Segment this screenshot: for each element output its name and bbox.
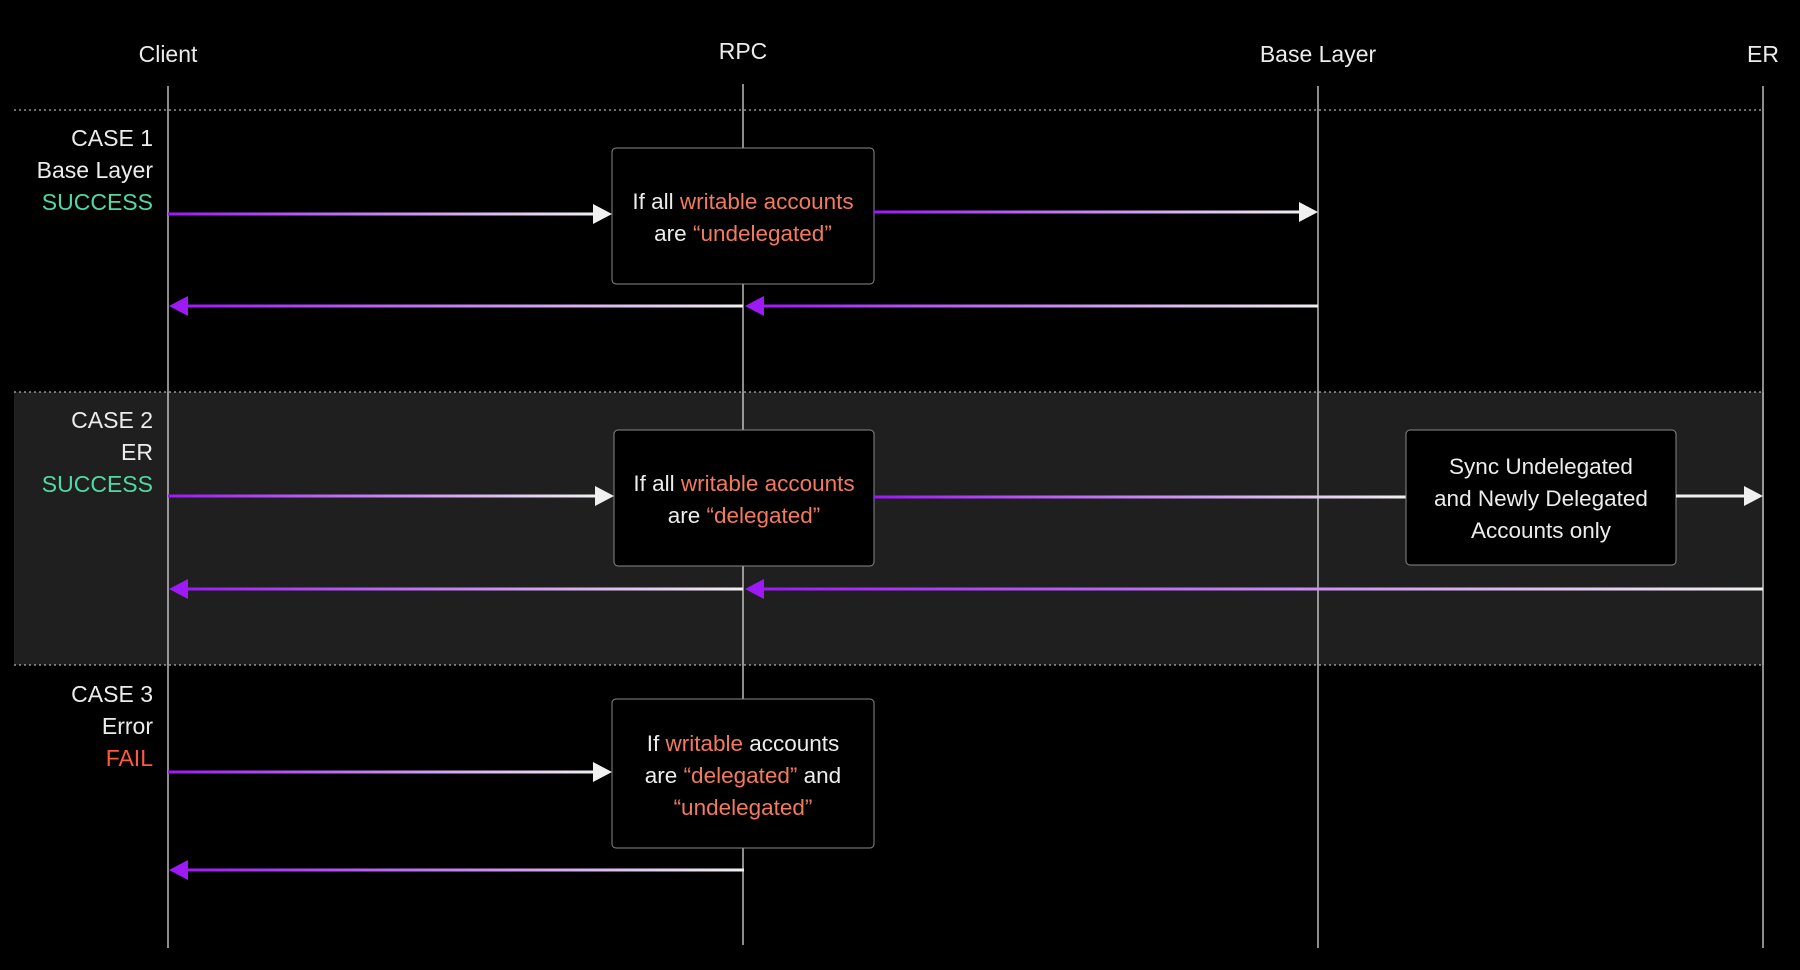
case-2-sync-note-line-1: Sync Undelegated (1449, 454, 1633, 479)
case-2-condition-line-1: If all writable accounts (633, 471, 854, 496)
case-2-result: SUCCESS (42, 471, 153, 497)
case-1-response-arrowhead-rpc (745, 296, 764, 316)
case-1-forward-arrowhead (1299, 202, 1318, 222)
case-1-response-arrowhead-client (169, 296, 188, 316)
case-2-title: CASE 2 (71, 407, 153, 433)
case-2-target: ER (121, 439, 153, 465)
client-label: Client (139, 41, 198, 67)
case-3-response-arrowhead (169, 860, 188, 880)
case-3-result: FAIL (106, 745, 154, 771)
case-2-condition-box (613, 429, 875, 567)
case-3-request-arrowhead (593, 762, 612, 782)
case-1-condition-box (611, 147, 875, 285)
case-2-er-arrowhead (1744, 486, 1763, 506)
rpc-label: RPC (719, 38, 768, 64)
case-3-condition-box (611, 698, 875, 849)
er-label: ER (1747, 41, 1779, 67)
case-2-sync-note-line-3: Accounts only (1471, 518, 1612, 543)
case-3-condition-line-3: “undelegated” (674, 795, 813, 820)
case-1-request-arrowhead (593, 204, 612, 224)
case-3-target: Error (102, 713, 153, 739)
case-3-condition-line-2: are “delegated” and (645, 763, 841, 788)
case-1-condition-line-2: are “undelegated” (654, 221, 832, 246)
case-2-response-arrowhead-rpc (745, 579, 764, 599)
case-2-sync-note-line-2: and Newly Delegated (1434, 486, 1648, 511)
case-1-title: CASE 1 (71, 125, 153, 151)
base-layer-label: Base Layer (1260, 41, 1377, 67)
case-2-response-arrowhead-client (169, 579, 188, 599)
case-1-result: SUCCESS (42, 189, 153, 215)
case-2-request-arrowhead (595, 486, 614, 506)
case-2-condition-line-2: are “delegated” (668, 503, 821, 528)
case-3-title: CASE 3 (71, 681, 153, 707)
case-3-condition-line-1: If writable accounts (647, 731, 840, 756)
case-1-condition-line-1: If all writable accounts (632, 189, 853, 214)
case-1-target: Base Layer (37, 157, 154, 183)
